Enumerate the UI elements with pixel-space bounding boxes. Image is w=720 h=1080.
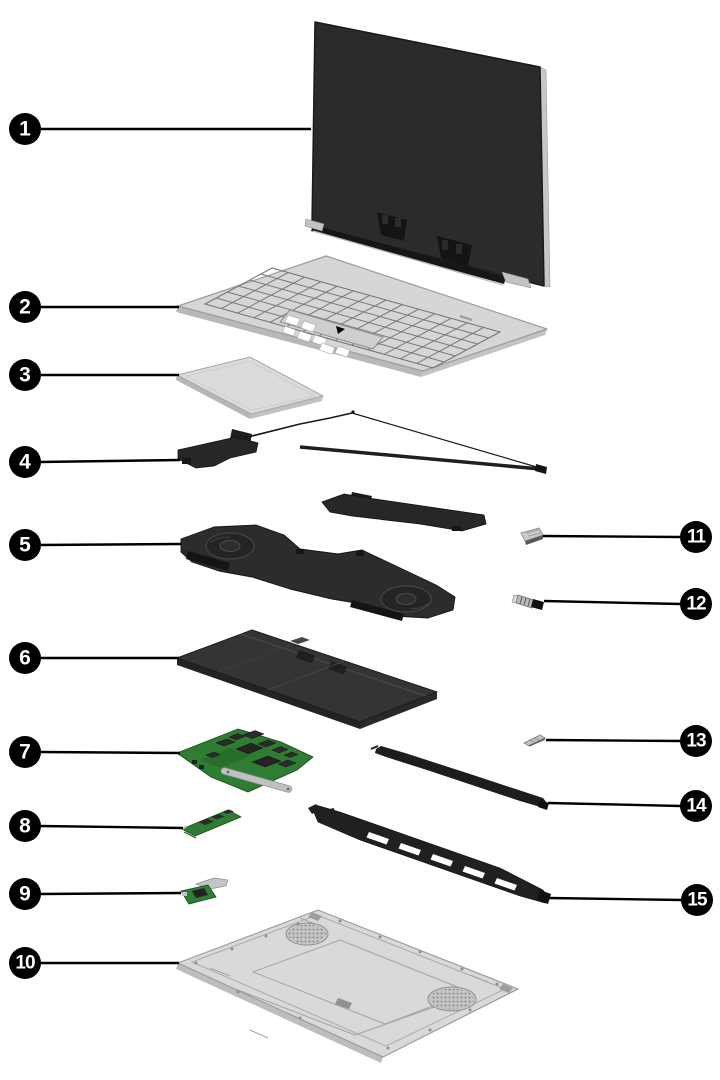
callout-12: 12 bbox=[543, 588, 712, 620]
touchpad-opening bbox=[279, 309, 384, 350]
callout-4-number: 4 bbox=[19, 451, 31, 474]
callout-5-number: 5 bbox=[19, 534, 31, 557]
callout-11: 11 bbox=[542, 521, 712, 553]
callout-5-circle bbox=[9, 529, 41, 561]
callout-1: 1 bbox=[9, 113, 311, 145]
leader-line-9 bbox=[38, 891, 182, 896]
callout-15: 15 bbox=[548, 884, 713, 916]
touchpad-illustration bbox=[175, 356, 325, 419]
screw-holes bbox=[194, 919, 499, 1050]
callout-3-number: 3 bbox=[19, 364, 31, 387]
callout-5: 5 bbox=[9, 529, 182, 561]
callouts: 1 2 3 4 5 6 7 bbox=[9, 113, 713, 979]
ssd-module-illustration bbox=[181, 809, 242, 839]
callout-14-number: 14 bbox=[686, 796, 707, 817]
bottom-cover-illustration bbox=[176, 909, 519, 1063]
callout-10: 10 bbox=[9, 947, 179, 979]
callout-6-number: 6 bbox=[19, 647, 31, 670]
callout-1-number: 1 bbox=[19, 118, 31, 141]
callout-10-circle bbox=[9, 947, 41, 979]
callout-9-circle bbox=[9, 878, 41, 910]
callout-9-number: 9 bbox=[19, 883, 31, 906]
small-card-illustration bbox=[520, 527, 544, 545]
cable-connector-illustration bbox=[511, 594, 544, 610]
leader-line-8 bbox=[38, 824, 184, 830]
arrow-marker-icon bbox=[336, 326, 345, 334]
callout-7: 7 bbox=[9, 736, 181, 768]
callout-2: 2 bbox=[9, 291, 179, 323]
callout-14: 14 bbox=[547, 790, 712, 822]
io-board-illustration bbox=[180, 877, 229, 905]
leader-line-14 bbox=[547, 801, 682, 808]
leader-line-11 bbox=[542, 534, 682, 539]
callout-6-circle bbox=[9, 642, 41, 674]
callout-15-number: 15 bbox=[687, 890, 708, 911]
callout-14-circle bbox=[680, 790, 712, 822]
callout-15-circle bbox=[681, 884, 713, 916]
leader-line-13 bbox=[545, 738, 682, 743]
leader-line-4 bbox=[38, 458, 181, 464]
callout-11-number: 11 bbox=[687, 527, 707, 548]
trim-strip-illustration bbox=[370, 745, 549, 810]
fan-heatsink-illustration bbox=[180, 524, 456, 621]
callout-1-circle bbox=[9, 113, 41, 145]
leader-line-5 bbox=[38, 542, 182, 547]
callout-4: 4 bbox=[9, 446, 181, 478]
vent-bracket-illustration bbox=[308, 804, 551, 904]
small-chip-illustration bbox=[523, 734, 546, 747]
leader-line-7 bbox=[38, 750, 181, 755]
callout-8-circle bbox=[9, 810, 41, 842]
callout-13-circle bbox=[680, 725, 712, 757]
callout-7-number: 7 bbox=[19, 741, 31, 764]
leader-line-12 bbox=[543, 599, 682, 606]
callout-2-number: 2 bbox=[19, 296, 31, 319]
callout-6: 6 bbox=[9, 642, 179, 674]
callout-4-circle bbox=[9, 446, 41, 478]
callout-8-number: 8 bbox=[19, 815, 31, 838]
callout-8: 8 bbox=[9, 810, 184, 842]
callout-11-circle bbox=[680, 521, 712, 553]
callout-12-number: 12 bbox=[686, 594, 706, 615]
callout-3: 3 bbox=[9, 359, 179, 391]
callout-13-number: 13 bbox=[686, 731, 706, 752]
callout-12-circle bbox=[680, 588, 712, 620]
callout-13: 13 bbox=[545, 725, 712, 757]
callout-2-circle bbox=[9, 291, 41, 323]
callout-10-number: 10 bbox=[15, 953, 35, 974]
callout-7-circle bbox=[9, 736, 41, 768]
battery-illustration bbox=[176, 629, 438, 729]
speaker-antenna-kit-illustration bbox=[177, 410, 547, 532]
system-board-illustration bbox=[176, 728, 314, 793]
display-assembly-illustration bbox=[304, 21, 551, 289]
callout-3-circle bbox=[9, 359, 41, 391]
callout-9: 9 bbox=[9, 878, 182, 910]
keyboard-top-cover-illustration bbox=[176, 256, 547, 377]
leader-line-15 bbox=[548, 896, 683, 902]
